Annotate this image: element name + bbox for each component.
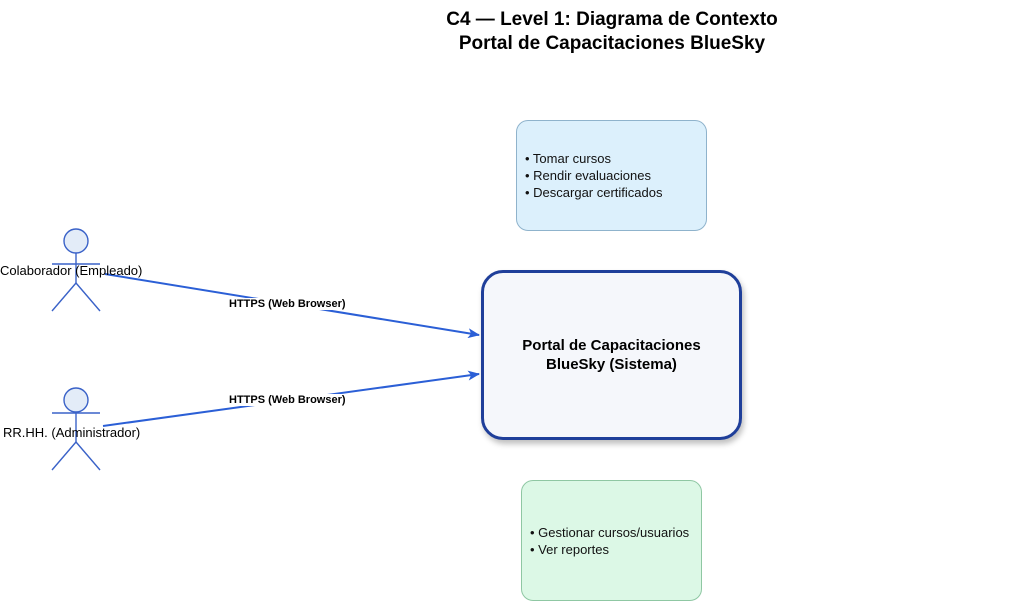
admin-capabilities-note: • Gestionar cursos/usuarios • Ver report… — [521, 480, 702, 601]
note-item: • Rendir evaluaciones — [525, 168, 651, 183]
actor-rrhh-label: RR.HH. (Administrador) — [3, 425, 141, 440]
system-name-line1: Portal de Capacitaciones — [522, 337, 701, 354]
relationship-label-rrhh: HTTPS (Web Browser) — [228, 394, 347, 406]
actor-rrhh-icon — [51, 387, 101, 471]
actor-colaborador-label: Colaborador (Empleado) — [0, 263, 143, 278]
note-item: • Descargar certificados — [525, 185, 663, 200]
note-item: • Ver reportes — [530, 541, 609, 557]
system-box: Portal de Capacitaciones BlueSky (Sistem… — [481, 270, 742, 440]
note-item: • Tomar cursos — [525, 151, 611, 166]
system-name-line2: BlueSky (Sistema) — [546, 356, 677, 373]
employee-capabilities-note: • Tomar cursos • Rendir evaluaciones • D… — [516, 120, 707, 231]
relationship-label-colaborador: HTTPS (Web Browser) — [228, 298, 347, 310]
diagram-title: C4 — Level 1: Diagrama de Contexto Porta… — [312, 8, 912, 56]
actor-colaborador-icon — [51, 228, 101, 312]
note-item: • Gestionar cursos/usuarios — [530, 524, 690, 540]
diagram-title-line1: C4 — Level 1: Diagrama de Contexto — [446, 9, 778, 30]
diagram-title-line2: Portal de Capacitaciones BlueSky — [458, 33, 766, 54]
